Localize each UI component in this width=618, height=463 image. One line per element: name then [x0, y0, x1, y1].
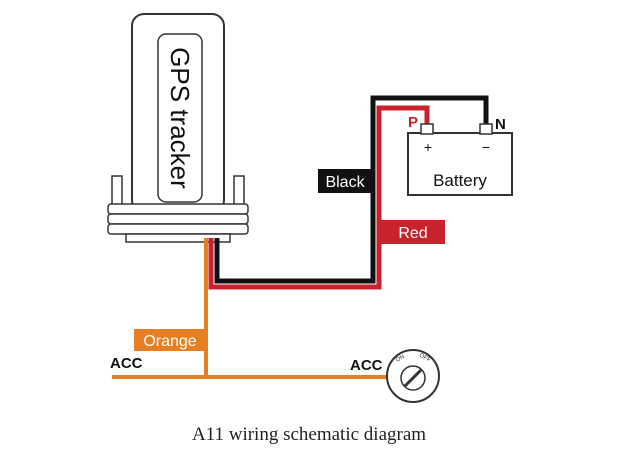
orange-label-text: Orange — [143, 333, 196, 350]
device-label: GPS tracker — [165, 47, 195, 189]
switch-on-label: ON — [395, 354, 406, 364]
black-wire-label: Black — [318, 169, 372, 193]
battery-label: Battery — [433, 171, 487, 190]
acc-left-label: ACC — [110, 355, 143, 372]
switch-off-label: OFF — [418, 353, 432, 364]
diagram-caption: A11 wiring schematic diagram — [191, 424, 427, 445]
battery-plus-label: + — [424, 139, 432, 155]
positive-terminal-label: P — [408, 114, 418, 131]
acc-switch-label: ACC — [350, 357, 383, 374]
red-wire-label: Red — [381, 220, 445, 244]
orange-wire-label: Orange — [134, 329, 206, 351]
red-wire — [208, 105, 430, 290]
negative-terminal-label: N — [495, 116, 506, 133]
ignition-switch: ON OFF — [386, 349, 440, 403]
gps-tracker-device: GPS tracker — [107, 13, 249, 243]
battery-minus-label: − — [482, 139, 490, 155]
black-wire — [214, 95, 489, 284]
battery: + − Battery — [407, 123, 513, 196]
red-label-text: Red — [398, 225, 427, 242]
black-label-text: Black — [325, 174, 365, 191]
